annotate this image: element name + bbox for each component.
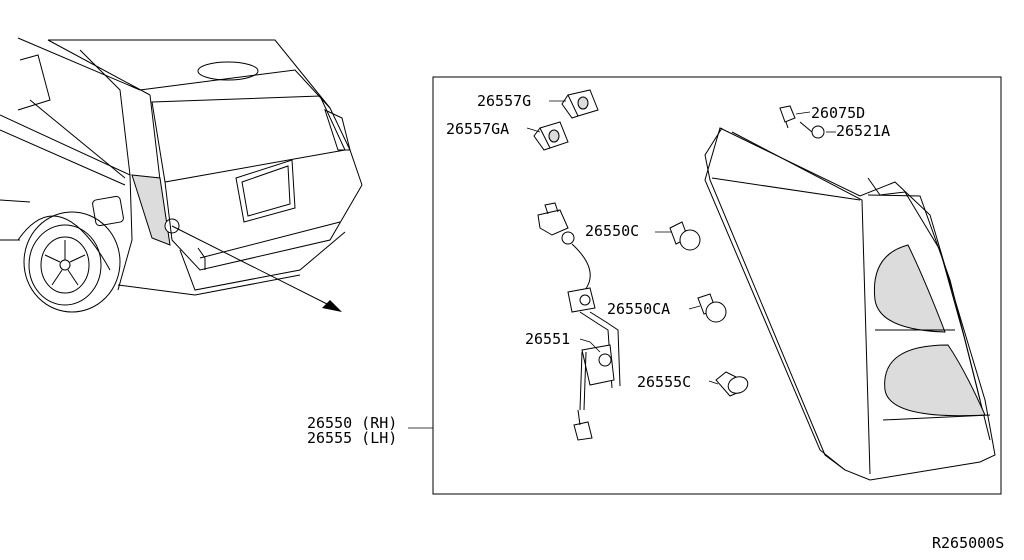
bulb-26550ca-illustration	[697, 293, 727, 323]
diagram-code: R265000S	[932, 534, 1004, 552]
callout-26557g[interactable]: 26557G	[477, 92, 531, 110]
vehicle-rear-illustration	[0, 37, 363, 313]
callout-26550ca[interactable]: 26550CA	[607, 300, 670, 318]
callout-26555-lh[interactable]: 26555 (LH)	[307, 429, 397, 447]
grommet-26557g-illustration	[561, 89, 599, 119]
clip-26075d-illustration	[779, 105, 796, 129]
callout-26551[interactable]: 26551	[525, 330, 570, 348]
callout-26075d[interactable]: 26075D	[811, 104, 865, 122]
callout-26521a[interactable]: 26521A	[836, 122, 890, 140]
grommet-26557ga-illustration	[533, 121, 569, 151]
detail-frame	[432, 76, 1002, 495]
tail-lamp-assembly-illustration	[704, 127, 996, 481]
socket-harness-26551-illustration	[537, 202, 621, 441]
leader-lines	[408, 100, 836, 429]
callout-26555c[interactable]: 26555C	[637, 373, 691, 391]
bulb-26555c-illustration	[715, 371, 749, 397]
screw-26521a-illustration	[799, 121, 825, 139]
bulb-26550c-illustration	[669, 221, 701, 251]
callout-26550c[interactable]: 26550C	[585, 222, 639, 240]
callout-26557ga[interactable]: 26557GA	[446, 120, 509, 138]
callout-26550-rh[interactable]: 26550 (RH)	[307, 414, 397, 432]
